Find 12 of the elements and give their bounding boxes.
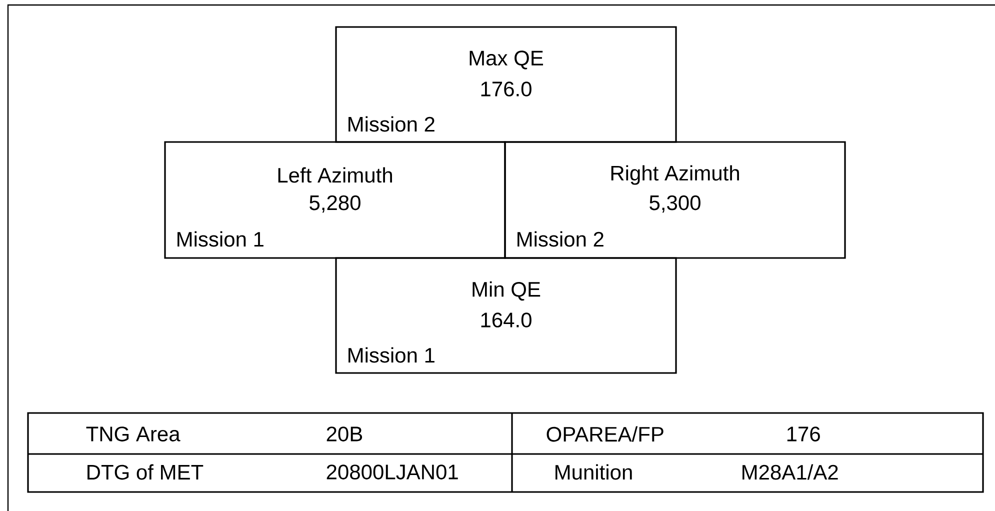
table-text: TNG Area — [86, 426, 180, 442]
data-box: Right Azimuth 5,300 Mission 2 — [504, 141, 846, 259]
data-box: Max QE 176.0 Mission 2 — [335, 26, 677, 143]
table-text: OPAREA/FP — [546, 426, 664, 442]
table-text: Munition — [556, 464, 632, 480]
table-text: M28A1/A2 — [742, 464, 838, 480]
data-box: Left Azimuth 5,280 Mission 1 — [164, 141, 506, 259]
table-text: 20800LJAN01 — [326, 464, 458, 480]
table-text: 20B — [326, 426, 362, 442]
data-box: Min QE 164.0 Mission 1 — [335, 257, 677, 374]
table-text: DTG of MET — [88, 464, 204, 480]
table-text: 176 — [787, 426, 820, 442]
